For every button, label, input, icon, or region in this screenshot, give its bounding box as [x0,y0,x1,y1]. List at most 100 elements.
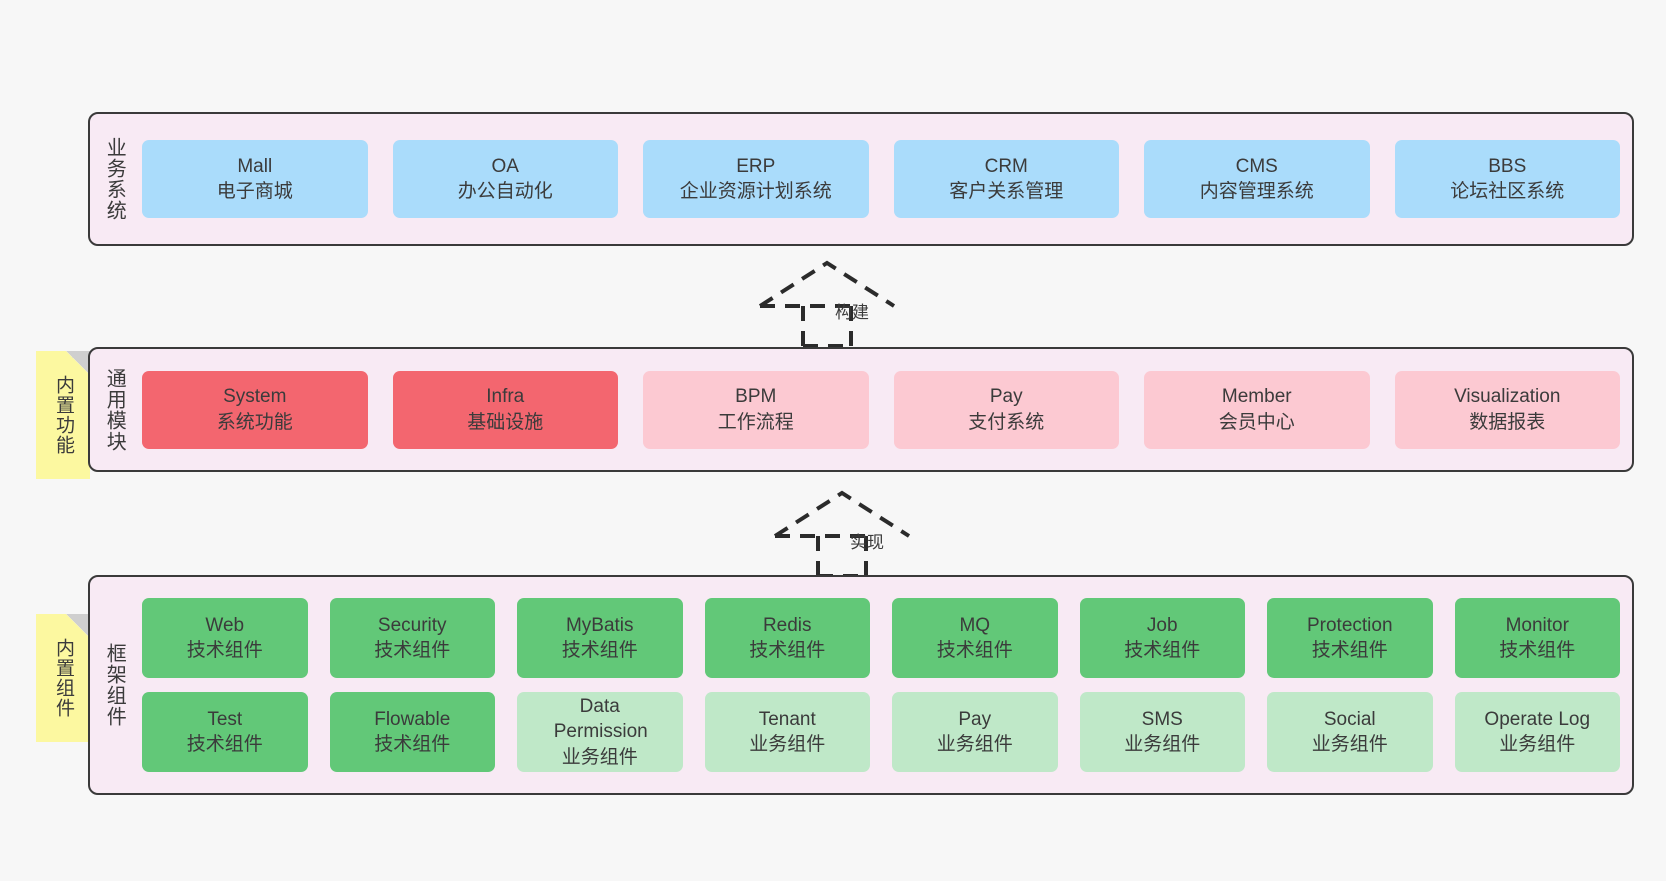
node-title: Web [205,614,245,636]
node-row: Web 技术组件 Security 技术组件 MyBatis 技术组件 Redi… [142,598,1620,678]
node-job[interactable]: Job 技术组件 [1079,598,1245,678]
node-crm[interactable]: CRM 客户关系管理 [893,140,1119,218]
node-subtitle: 业务组件 [749,734,826,755]
node-title: Protection [1306,614,1393,636]
node-subtitle: 技术组件 [374,640,451,661]
node-subtitle: 内容管理系统 [1199,181,1314,202]
node-protection[interactable]: Protection 技术组件 [1267,598,1433,678]
note-fold-icon [66,351,90,375]
note-label: 内置组件 [52,638,74,718]
node-sms[interactable]: SMS 业务组件 [1079,692,1245,772]
node-subtitle: 会员中心 [1218,411,1295,433]
connector-implement: 实现 [770,488,920,578]
node-oa[interactable]: OA 办公自动化 [392,140,618,218]
layer-body-common-module: System 系统功能 Infra 基础设施 BPM 工作流程 Pay 支付系统… [138,349,1632,470]
layer-title-business-system: 业务系统 [103,137,126,221]
node-title: Mall [237,155,273,177]
node-subtitle: 数据报表 [1469,411,1546,433]
node-pay-component[interactable]: Pay 业务组件 [892,692,1058,772]
node-subtitle: 办公自动化 [457,181,553,202]
node-subtitle: 技术组件 [749,640,826,661]
node-data-permission[interactable]: Data Permission 业务组件 [517,692,683,772]
connector-build-label: 构建 [835,303,869,322]
node-visualization[interactable]: Visualization 数据报表 [1394,370,1620,449]
node-title: MyBatis [565,614,634,636]
node-row: System 系统功能 Infra 基础设施 BPM 工作流程 Pay 支付系统… [142,370,1620,449]
node-tenant[interactable]: Tenant 业务组件 [704,692,870,772]
node-subtitle: 论坛社区系统 [1450,181,1565,202]
node-subtitle: 技术组件 [1499,640,1576,661]
node-title: Pay [958,708,992,730]
node-subtitle: 企业资源计划系统 [679,181,832,202]
note-fold-icon [66,614,90,638]
node-subtitle: 系统功能 [216,411,293,433]
node-title: System [223,386,287,408]
node-title: Visualization [1454,386,1561,408]
node-pay[interactable]: Pay 支付系统 [893,370,1119,449]
dashed-generalization-arrow-icon [758,260,896,348]
node-title: Infra [486,386,525,408]
dashed-generalization-arrow-icon [773,490,911,578]
node-monitor[interactable]: Monitor 技术组件 [1454,598,1620,678]
node-row: Mall 电子商城 OA 办公自动化 ERP 企业资源计划系统 CRM 客户关系… [142,140,1620,218]
node-title: Data Permission [553,696,648,743]
node-flowable[interactable]: Flowable 技术组件 [329,692,495,772]
layer-body-business-system: Mall 电子商城 OA 办公自动化 ERP 企业资源计划系统 CRM 客户关系… [138,114,1632,244]
node-social[interactable]: Social 业务组件 [1267,692,1433,772]
node-title: BPM [735,386,777,408]
node-infra[interactable]: Infra 基础设施 [392,370,618,449]
node-title: Monitor [1505,614,1569,636]
layer-title-common-module: 通用模块 [103,367,126,452]
node-title: CMS [1235,155,1278,177]
node-mq[interactable]: MQ 技术组件 [892,598,1058,678]
node-subtitle: 工作流程 [717,411,794,433]
node-system[interactable]: System 系统功能 [142,370,368,449]
layer-framework-component: 框架组件 Web 技术组件 Security 技术组件 MyBatis 技术组件… [88,575,1634,795]
node-subtitle: 业务组件 [1499,734,1576,755]
node-operate-log[interactable]: Operate Log 业务组件 [1454,692,1620,772]
node-mall[interactable]: Mall 电子商城 [142,140,368,218]
node-title: CRM [984,155,1028,177]
node-title: Flowable [374,708,451,730]
node-subtitle: 技术组件 [186,640,263,661]
node-bbs[interactable]: BBS 论坛社区系统 [1394,140,1620,218]
node-subtitle: 客户关系管理 [949,181,1064,202]
node-subtitle: 基础设施 [467,411,544,433]
layer-body-framework-component: Web 技术组件 Security 技术组件 MyBatis 技术组件 Redi… [138,577,1632,793]
node-subtitle: 技术组件 [186,734,263,755]
node-web[interactable]: Web 技术组件 [142,598,308,678]
node-bpm[interactable]: BPM 工作流程 [643,370,869,449]
node-title: Security [377,614,447,636]
node-title: Operate Log [1484,708,1591,730]
node-row: Test 技术组件 Flowable 技术组件 Data Permission … [142,692,1620,772]
node-title: Member [1221,386,1292,408]
node-subtitle: 支付系统 [968,411,1045,433]
node-subtitle: 业务组件 [561,746,638,768]
node-member[interactable]: Member 会员中心 [1144,370,1370,449]
node-title: SMS [1141,708,1183,730]
note-label: 内置功能 [52,375,74,455]
node-title: ERP [736,155,776,177]
node-cms[interactable]: CMS 内容管理系统 [1144,140,1370,218]
node-mybatis[interactable]: MyBatis 技术组件 [517,598,683,678]
node-title: Test [207,708,243,730]
node-title: Job [1146,614,1178,636]
node-erp[interactable]: ERP 企业资源计划系统 [643,140,869,218]
node-subtitle: 业务组件 [1124,734,1201,755]
node-title: OA [491,155,519,177]
node-security[interactable]: Security 技术组件 [329,598,495,678]
note-builtin-function: 内置功能 [36,351,90,479]
node-subtitle: 业务组件 [1311,734,1388,755]
node-subtitle: 技术组件 [374,734,451,755]
node-subtitle: 技术组件 [561,640,638,661]
node-test[interactable]: Test 技术组件 [142,692,308,772]
layer-common-module: 通用模块 System 系统功能 Infra 基础设施 BPM 工作流程 Pay… [88,347,1634,472]
layer-business-system: 业务系统 Mall 电子商城 OA 办公自动化 ERP 企业资源计划系统 CRM… [88,112,1634,246]
node-redis[interactable]: Redis 技术组件 [704,598,870,678]
node-title: BBS [1488,155,1527,177]
node-title: Tenant [758,708,816,730]
node-subtitle: 技术组件 [1124,640,1201,661]
node-subtitle: 电子商城 [216,181,293,202]
connector-build: 构建 [755,258,905,348]
